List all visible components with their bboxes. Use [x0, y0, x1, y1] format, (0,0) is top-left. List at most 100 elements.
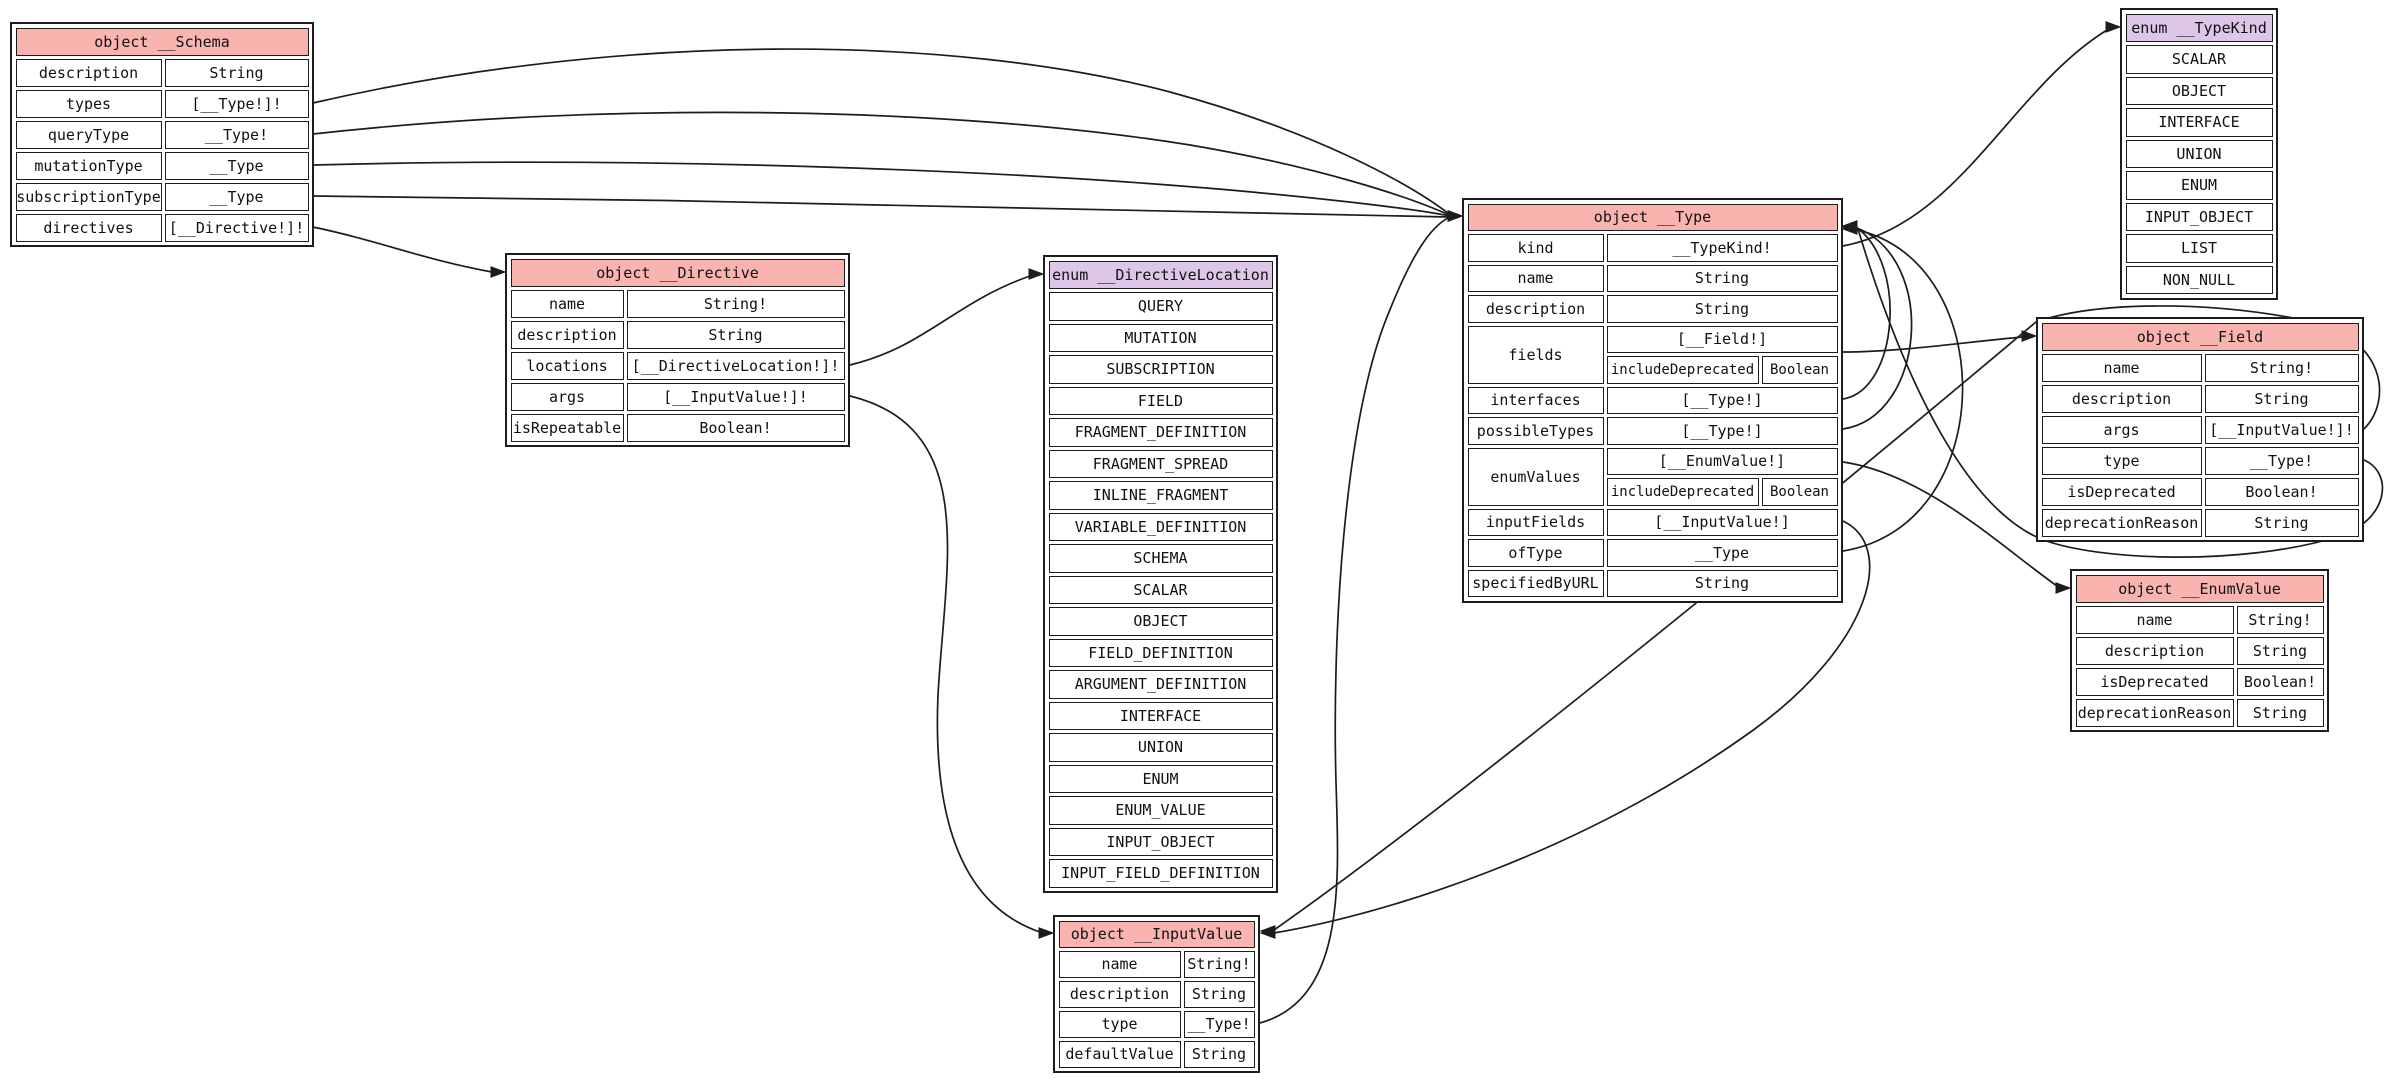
- directive-field-type-description: String: [626, 320, 845, 349]
- type-kind-value-interface: INTERFACE: [2125, 108, 2273, 137]
- edge-field-type-to-type: [1857, 228, 2384, 558]
- type-field-row-enumvalues: enumValues[__EnumValue!]includeDeprecate…: [1466, 446, 1839, 507]
- field-header: object __Field: [2041, 322, 2359, 351]
- type-field-type-interfaces: [__Type!]: [1606, 386, 1838, 414]
- edge-schema-directives-to-directive: [312, 226, 493, 273]
- edge-inputvalue-type-to-type: [1259, 216, 1451, 1024]
- directive-location-value-fragment-spread: FRAGMENT_SPREAD: [1048, 449, 1273, 478]
- type-field-type-oftype: __Type: [1606, 539, 1838, 567]
- type-field-type-description: String: [1606, 295, 1838, 323]
- type-field-name-kind: kind: [1467, 234, 1604, 262]
- enum-value-field-name-isdeprecated: isDeprecated: [2075, 667, 2234, 696]
- directive-location-value-row: SUBSCRIPTION: [1047, 354, 1274, 386]
- edge-schema-mutationtype-to-type: [312, 161, 1450, 217]
- type-kind-value-list: LIST: [2125, 234, 2273, 263]
- arrowhead-field-type-to-type: [1841, 221, 1858, 233]
- type-kind-value-object: OBJECT: [2125, 76, 2273, 105]
- directive-location-value-row: QUERY: [1047, 291, 1274, 323]
- type-field-name-possibletypes: possibleTypes: [1467, 417, 1604, 445]
- input-value-header-row: object __InputValue: [1057, 919, 1256, 949]
- enum-value-field-type-deprecationreason: String: [2236, 698, 2324, 727]
- directive-field-name-locations: locations: [510, 351, 624, 380]
- arrowhead-inputvalue-type-to-type: [1447, 210, 1464, 222]
- schema-field-type-mutationtype: __Type: [164, 151, 309, 180]
- type-kind-value-row: ENUM: [2124, 170, 2274, 202]
- schema-field-type-directives: [__Directive!]!: [164, 213, 309, 242]
- directive-location-value-row: FIELD: [1047, 385, 1274, 417]
- directive-field-type-name: String!: [626, 289, 845, 318]
- edge-type-possibletypes-to-type: [1842, 227, 1913, 430]
- directive-location-value-row: OBJECT: [1047, 606, 1274, 638]
- type-field-type-name: String: [1606, 264, 1838, 292]
- type-kind-value-row: INTERFACE: [2124, 107, 2274, 139]
- schema-field-row-subscriptiontype: subscriptionType__Type: [14, 181, 310, 212]
- directive-location-value-schema: SCHEMA: [1048, 544, 1273, 573]
- type-kind-value-row: UNION: [2124, 138, 2274, 170]
- type-field-type-kind: __TypeKind!: [1606, 234, 1838, 262]
- edge-schema-querytype-to-type: [312, 111, 1450, 216]
- field-field-name-type: type: [2041, 446, 2202, 475]
- input-value-field-name-description: description: [1058, 980, 1181, 1008]
- edge-schema-types-to-type: [312, 48, 1450, 215]
- type-field-name-specifiedbyurl: specifiedByURL: [1467, 569, 1604, 597]
- input-value-field-type-description: String: [1183, 980, 1255, 1008]
- directive-location-value-interface: INTERFACE: [1048, 701, 1273, 730]
- enum-value-header-row: object __EnumValue: [2074, 573, 2325, 604]
- type-field-row-oftype: ofType__Type: [1466, 538, 1839, 569]
- directive-location-value-row: ENUM_VALUE: [1047, 795, 1274, 827]
- schema-field-type-subscriptiontype: __Type: [164, 182, 309, 211]
- directive-location-value-union: UNION: [1048, 733, 1273, 762]
- type-field-name-inputfields: inputFields: [1467, 508, 1604, 536]
- edge-type-oftype-to-type: [1842, 229, 1964, 552]
- schema-field-row-directives: directives[__Directive!]!: [14, 212, 310, 243]
- directive-location-value-row: SCHEMA: [1047, 543, 1274, 575]
- edge-directive-locations-to-directivelocation: [849, 275, 1031, 366]
- directive-field-name-isrepeatable: isRepeatable: [510, 413, 624, 442]
- field-field-type-type: __Type!: [2204, 446, 2359, 475]
- arrowhead-schema-directives-to-directive: [490, 266, 507, 278]
- directive-location-value-argument-definition: ARGUMENT_DEFINITION: [1048, 670, 1273, 699]
- arrowhead-type-fields-to-field: [2021, 330, 2038, 342]
- field-field-type-name: String!: [2204, 353, 2359, 382]
- type-header-row: object __Type: [1466, 202, 1839, 233]
- type-kind-value-non-null: NON_NULL: [2125, 265, 2273, 294]
- type-arg-type-includedeprecated: Boolean: [1761, 478, 1838, 506]
- field-field-name-args: args: [2041, 415, 2202, 444]
- type-field-row-kind: kind__TypeKind!: [1466, 233, 1839, 264]
- directive-location-value-row: INPUT_OBJECT: [1047, 826, 1274, 858]
- schema-field-name-subscriptiontype: subscriptionType: [15, 182, 162, 211]
- directive-location-value-enum: ENUM: [1048, 764, 1273, 793]
- directive-location-value-object: OBJECT: [1048, 607, 1273, 636]
- directive-location-value-query: QUERY: [1048, 292, 1273, 321]
- directive-location-value-enum-value: ENUM_VALUE: [1048, 796, 1273, 825]
- enum-value-header: object __EnumValue: [2075, 574, 2324, 603]
- type-field-name-interfaces: interfaces: [1467, 386, 1604, 414]
- directive-field-name-name: name: [510, 289, 624, 318]
- directive-location-value-variable-definition: VARIABLE_DEFINITION: [1048, 512, 1273, 541]
- enum-value-field-type-isdeprecated: Boolean!: [2236, 667, 2324, 696]
- type-kind-value-enum: ENUM: [2125, 171, 2273, 200]
- enum-value-field-name-name: name: [2075, 605, 2234, 634]
- directive-field-type-isrepeatable: Boolean!: [626, 413, 845, 442]
- directive-location-value-row: FRAGMENT_DEFINITION: [1047, 417, 1274, 449]
- type-field-row-interfaces: interfaces[__Type!]: [1466, 385, 1839, 416]
- schema-field-name-types: types: [15, 89, 162, 118]
- directive-header-row: object __Directive: [509, 257, 846, 288]
- directive-location-value-input-object: INPUT_OBJECT: [1048, 827, 1273, 856]
